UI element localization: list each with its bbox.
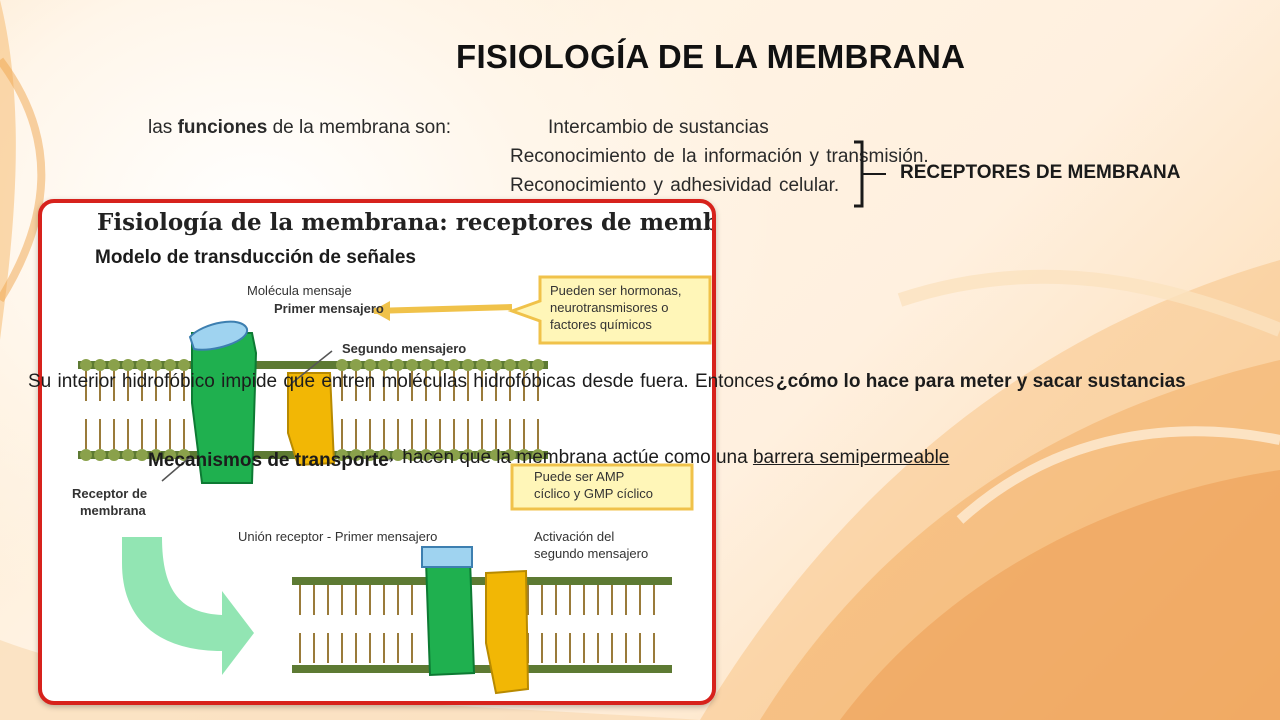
functions-intro-bold: funciones (177, 117, 268, 138)
brace-icon (854, 140, 886, 208)
label-activacion-l1: Activación del (534, 529, 615, 544)
arrow-icon: → (378, 447, 397, 468)
label-callout1-l3: factores químicos (550, 317, 652, 332)
functions-intro-post: de la membrana son: (272, 117, 452, 138)
callout-amp (510, 463, 694, 511)
messenger-molecule-top (188, 320, 249, 351)
function-item-1: Intercambio de sustancias (548, 117, 769, 138)
functions-intro-pre: las (148, 117, 173, 138)
membrane-bilayer-bottom (292, 577, 672, 673)
function-item-2: Reconocimiento de la información y trans… (510, 146, 929, 167)
label-primer: Primer mensajero (274, 301, 384, 316)
function-item-3: Reconocimiento y adhesividad celular. (510, 175, 840, 196)
label-callout2-l2: cíclico y GMP cíclico (534, 486, 653, 501)
como-text: ¿cómo lo hace para meter y sacar sustanc… (776, 371, 1186, 392)
label-receptor-l1: Receptor de (72, 486, 148, 501)
label-union: Unión receptor - Primer mensajero (238, 529, 438, 544)
label-callout2-l1: Puede ser AMP (534, 469, 625, 484)
label-callout1-l1: Pueden ser hormonas, (550, 283, 682, 298)
label-activacion-l2: segundo mensajero (534, 546, 649, 561)
receptor-protein-bottom (424, 557, 476, 677)
label-receptor-l2: membrana (80, 503, 146, 518)
figure-title: Fisiología de la membrana: receptores de… (97, 209, 716, 236)
page-title: FISIOLOGÍA DE LA MEMBRANA (456, 38, 966, 75)
barrera-link: barrera semipermeable (752, 447, 950, 468)
second-messenger-top (287, 372, 336, 467)
label-molecula: Molécula mensaje (247, 283, 352, 298)
mecanismos-label: Mecanismos de transporte (148, 450, 389, 471)
membrane-diagram (78, 275, 712, 695)
interior-text: Su interior hidrofóbico impide que entre… (28, 371, 775, 392)
receptores-label: RECEPTORES DE MEMBRANA (900, 162, 1181, 183)
label-callout1-l2: neurotransmisores o (550, 300, 669, 315)
label-segundo: Segundo mensajero (342, 341, 467, 356)
messenger-molecule-bottom (421, 546, 473, 568)
hacen-text: hacen que la membrana actúe como una (402, 447, 748, 468)
callout-hormonas (507, 275, 712, 345)
membrane-receptor-figure: Fisiología de la membrana: receptores de… (38, 199, 716, 705)
hacen-line: → hacen que la membrana actúe como una b… (378, 447, 949, 469)
receptor-protein-top (191, 332, 258, 484)
second-messenger-bottom (485, 569, 530, 695)
green-flow-arrow (122, 537, 254, 675)
modelo-label: Modelo de transducción de señales (95, 247, 416, 268)
functions-intro: las funciones de la membrana son: (148, 117, 451, 139)
